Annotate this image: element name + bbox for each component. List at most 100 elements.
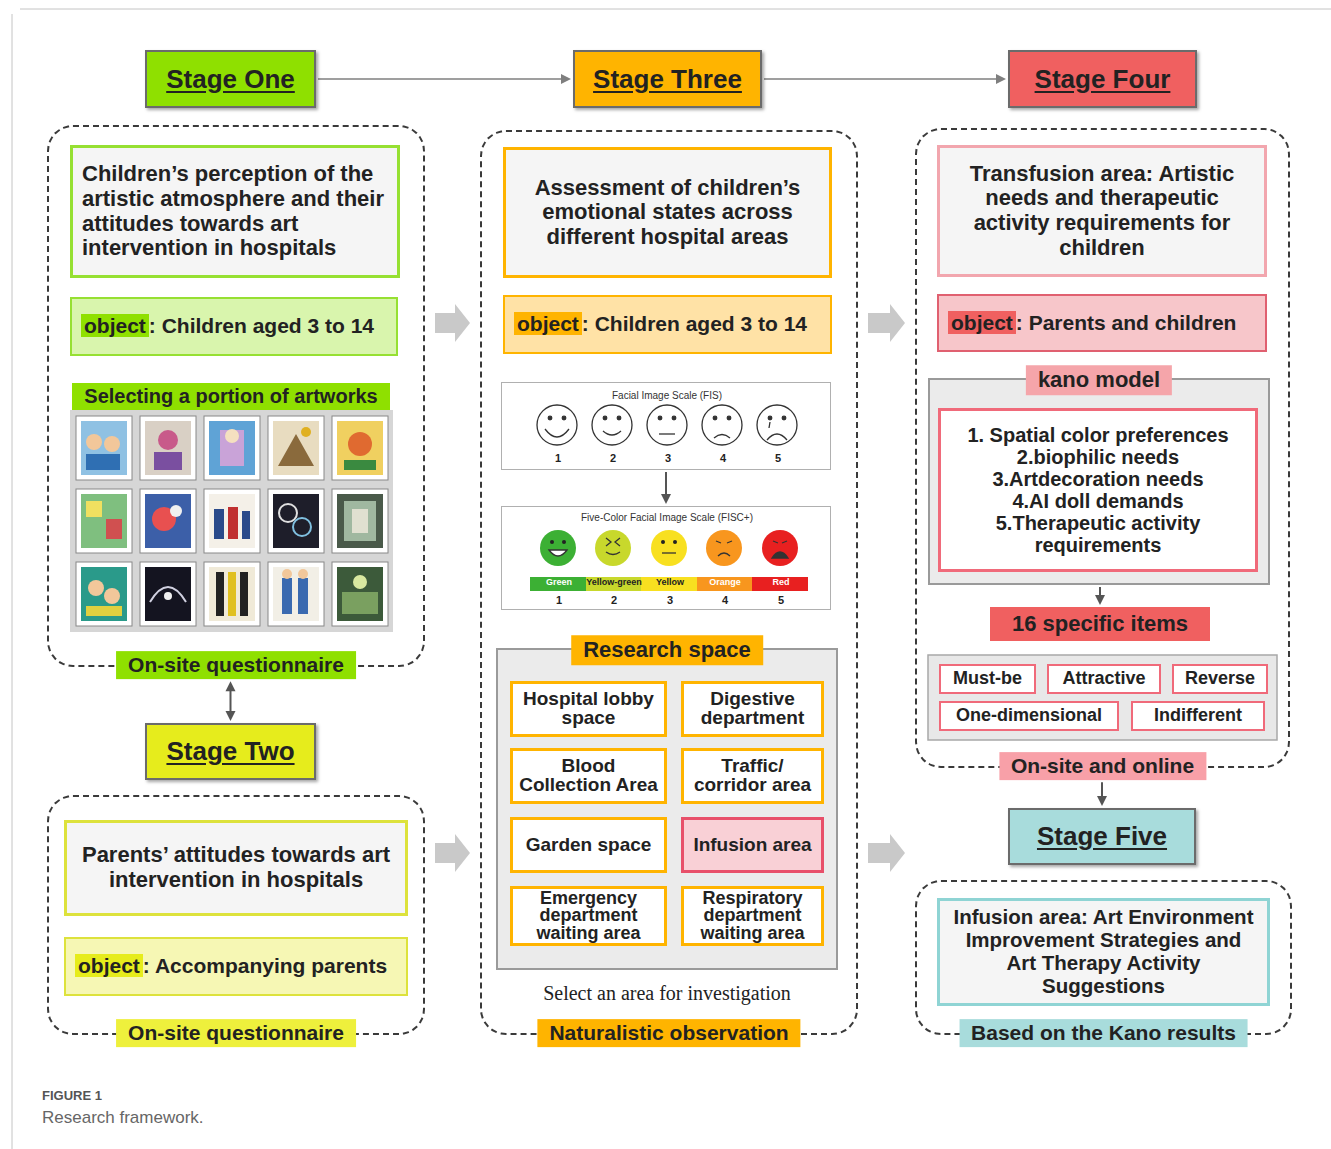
text-wrap: Children’s perception of the artistic at… <box>82 162 388 261</box>
label-box: Selecting a portion of artworks <box>72 383 390 410</box>
five-color-scale-art <box>501 506 831 610</box>
node-text: Hospital lobby space <box>517 690 660 727</box>
object-box: object: Children aged 3 to 14 <box>70 297 398 356</box>
node-text: object <box>81 314 149 337</box>
panel-label: On-site and online <box>999 752 1206 780</box>
text-wrap: 1. Spatial color preferences2.biophilic … <box>949 424 1247 556</box>
node-text: Attractive <box>1053 669 1155 689</box>
node-text: Blood Collection Area <box>517 757 660 794</box>
stage-panel: On-site and onlineTransfusion area: Arti… <box>915 128 1290 768</box>
text-wrap: Digestive department <box>688 690 817 727</box>
category-box: Indifferent <box>1131 701 1265 731</box>
node-text: 3 <box>667 594 673 606</box>
node-text: Garden space <box>517 836 660 855</box>
node-text: : Children aged 3 to 14 <box>582 312 807 335</box>
block-arrow <box>435 304 470 342</box>
node-text: 4 <box>722 594 728 606</box>
block-arrow <box>868 834 905 872</box>
arrow-head <box>226 711 236 721</box>
space-box: Hospital lobby space <box>510 681 667 737</box>
text-wrap: object: Parents and children <box>948 310 1256 336</box>
node-text: 2 <box>611 594 617 606</box>
object-box: object: Children aged 3 to 14 <box>503 295 832 354</box>
block-arrow <box>435 834 470 872</box>
connector <box>435 834 470 872</box>
node-text: 3.Artdecoration needs <box>949 468 1247 490</box>
stage-panel: On-site questionnaireChildren’s percepti… <box>47 125 425 667</box>
node-text: : Accompanying parents <box>143 954 387 977</box>
text-box: Transfusion area: Artistic needs and the… <box>937 145 1267 277</box>
node-text: object <box>75 954 143 977</box>
panel-label: On-site questionnaire <box>116 1019 356 1047</box>
node-text: Traffic/ corridor area <box>688 757 817 794</box>
node-text: Yellow-green <box>586 578 642 588</box>
node-text: Transfusion area: Artistic needs and the… <box>949 162 1255 261</box>
arrow-head <box>661 494 671 504</box>
figure-caption: Research framework. <box>42 1108 204 1128</box>
connector-line <box>665 472 667 496</box>
stage-header: Stage Five <box>1008 808 1196 865</box>
node-text: 3 <box>665 452 671 464</box>
node-text: Parents’ attitudes towards art intervent… <box>76 843 396 892</box>
node-text: 5.Therapeutic activity requirements <box>949 512 1247 556</box>
node-text: : Parents and children <box>1016 311 1237 334</box>
group-box: Research spaceHospital lobby spaceDigest… <box>496 648 838 970</box>
node-text: 5 <box>778 594 784 606</box>
text-box: Infusion area: Art Environment Improveme… <box>937 898 1270 1006</box>
connector <box>318 74 571 84</box>
panel-label: Research space <box>571 635 763 665</box>
node-text: Must-be <box>945 669 1030 689</box>
figure-number: FIGURE 1 <box>42 1088 102 1103</box>
note-label: Select an area for investigation <box>543 982 791 1005</box>
text-wrap: One-dimensional <box>945 706 1113 726</box>
node-text: Five-Color Facial Image Scale (FISC+) <box>581 512 753 523</box>
connector <box>1097 782 1107 806</box>
text-wrap: Blood Collection Area <box>517 757 660 794</box>
label-box: 16 specific items <box>990 607 1210 641</box>
text-wrap: Traffic/ corridor area <box>688 757 817 794</box>
node-text: Selecting a portion of artworks <box>76 385 386 408</box>
connector-line <box>1099 587 1101 597</box>
panel-label: Naturalistic observation <box>537 1019 800 1047</box>
text-wrap: 16 specific items <box>994 611 1206 636</box>
node-text: Stage Five <box>1016 821 1188 852</box>
connector-line <box>230 689 232 713</box>
facial-scale-art <box>501 382 831 470</box>
stage-header: Stage Three <box>573 50 762 108</box>
node-text: Green <box>546 578 572 588</box>
category-box: Must-be <box>939 664 1036 694</box>
text-box: Assessment of children’s emotional state… <box>503 147 832 278</box>
text-wrap: Transfusion area: Artistic needs and the… <box>949 162 1255 261</box>
node-text: Stage One <box>153 64 308 95</box>
node-text: Stage Three <box>581 64 754 95</box>
connector <box>226 681 236 721</box>
arrow-head <box>1095 595 1105 605</box>
text-wrap: object: Children aged 3 to 14 <box>81 313 387 339</box>
text-wrap: Assessment of children’s emotional state… <box>515 176 820 250</box>
node-text: Stage Four <box>1016 64 1189 95</box>
connector <box>868 304 905 342</box>
block-arrow <box>868 304 905 342</box>
node-text: 1 <box>555 452 561 464</box>
text-wrap: Emergency department waiting area <box>517 890 660 943</box>
connector <box>1095 587 1105 605</box>
node-text: Facial Image Scale (FIS) <box>612 390 722 401</box>
text-wrap: Must-be <box>945 669 1030 689</box>
text-wrap: Garden space <box>517 836 660 855</box>
text-wrap: Stage One <box>153 64 308 95</box>
node-text: Infusion area <box>688 836 817 855</box>
node-text: 2 <box>610 452 616 464</box>
space-box: Respiratory department waiting area <box>681 886 824 946</box>
text-wrap: Stage Five <box>1016 821 1188 852</box>
node-text: Children’s perception of the artistic at… <box>82 162 388 261</box>
node-text: Red <box>772 578 789 588</box>
text-wrap: Attractive <box>1053 669 1155 689</box>
text-wrap: Stage Four <box>1016 64 1189 95</box>
node-text: Assessment of children’s emotional state… <box>515 176 820 250</box>
text-wrap: Selecting a portion of artworks <box>76 385 386 408</box>
space-box: Emergency department waiting area <box>510 886 667 946</box>
node-text: 1 <box>556 594 562 606</box>
node-text: object <box>514 312 582 335</box>
panel-label: Based on the Kano results <box>959 1019 1248 1047</box>
